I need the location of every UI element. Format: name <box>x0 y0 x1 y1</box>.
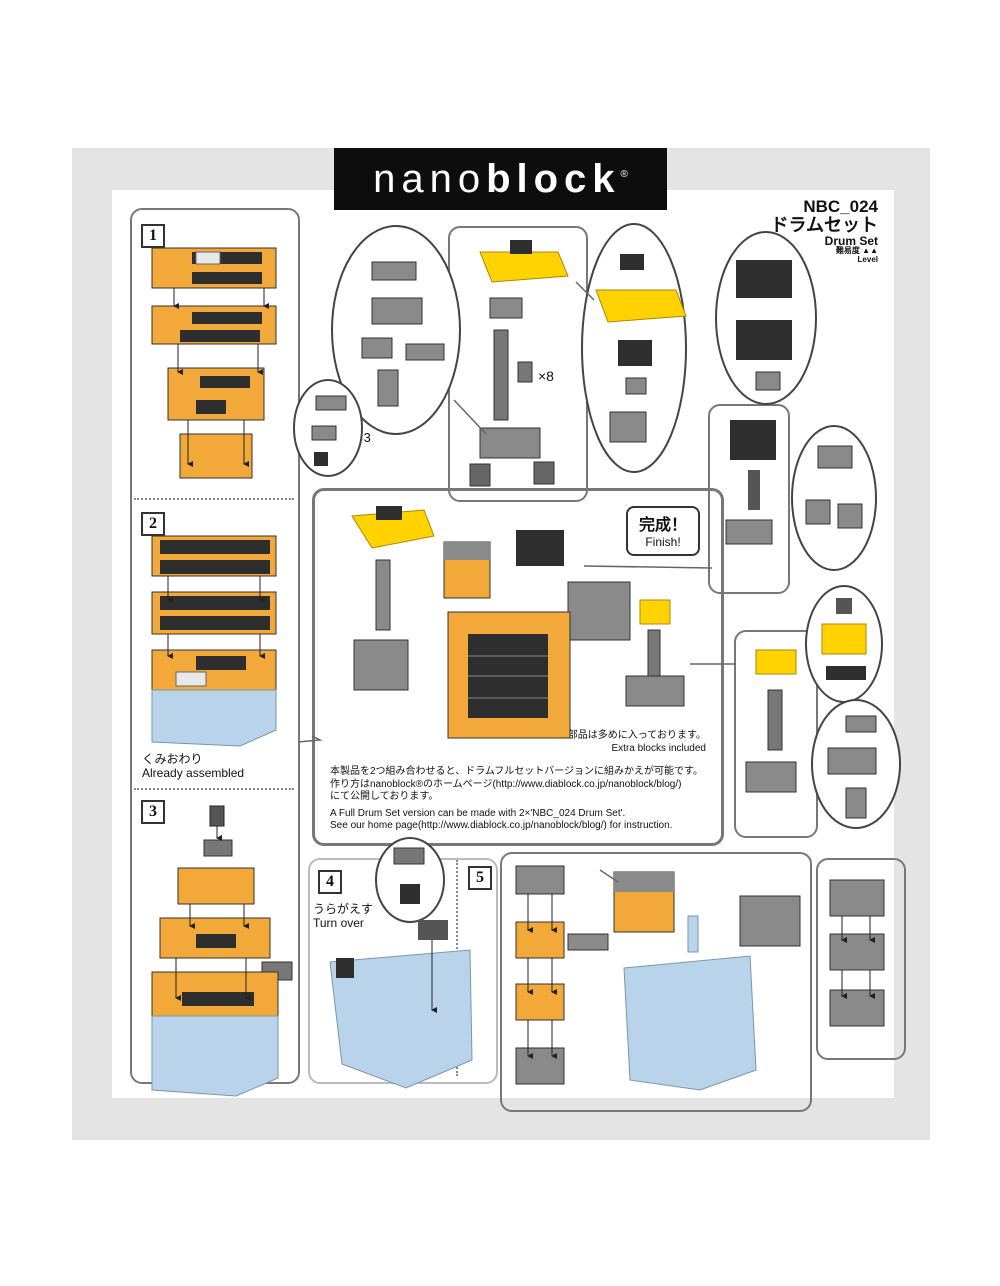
finish-badge: 完成！ Finish! <box>626 506 700 556</box>
step1-build <box>151 247 277 479</box>
right-parts-panel <box>816 858 906 1060</box>
level-icon: ▲▲ <box>862 246 878 256</box>
step-number: 5 <box>468 866 492 890</box>
part-bricks <box>311 254 877 904</box>
turn-over-label: うらがえす Turn over <box>313 902 374 931</box>
difficulty-level: 難易度 ▲▲ <box>835 246 878 256</box>
product-header: NBC_024 ドラムセット Drum Set 難易度 ▲▲ Level <box>771 198 878 264</box>
step5-build <box>515 865 801 1091</box>
step-number: 2 <box>141 512 165 536</box>
product-title-jp: ドラムセット <box>770 214 878 235</box>
extra-blocks-note: ※部品は多めに入っております。 Extra blocks included <box>557 730 706 754</box>
finished-drum-set <box>351 506 685 739</box>
divider <box>134 498 294 500</box>
full-set-note: 本製品を2つ組み合わせると、ドラムフルセットバージョンに組みかえが可能です。 作… <box>330 766 704 831</box>
step2-build <box>151 535 277 747</box>
product-code: NBC_024 <box>803 197 878 216</box>
divider <box>134 788 294 790</box>
step3-build <box>151 805 293 1097</box>
right-stands <box>725 420 797 793</box>
difficulty-level-en: Level <box>857 254 878 264</box>
step5-panel <box>500 852 812 1112</box>
product-title-en: Drum Set <box>824 233 878 248</box>
step-number: 4 <box>318 870 342 894</box>
step-number: 3 <box>141 800 165 824</box>
brand-logo: nanoblock® <box>334 148 667 210</box>
assembled-label: くみおわり Already assembled <box>142 752 245 781</box>
right-parts <box>829 879 885 1027</box>
count-x8: ×8 <box>538 368 554 384</box>
finish-panel <box>312 488 724 846</box>
right-stand-panel <box>708 404 790 594</box>
cymbal-stand <box>469 240 569 487</box>
step4-build <box>329 920 473 1089</box>
connector-lines <box>297 281 736 883</box>
step-number: 1 <box>141 224 165 248</box>
